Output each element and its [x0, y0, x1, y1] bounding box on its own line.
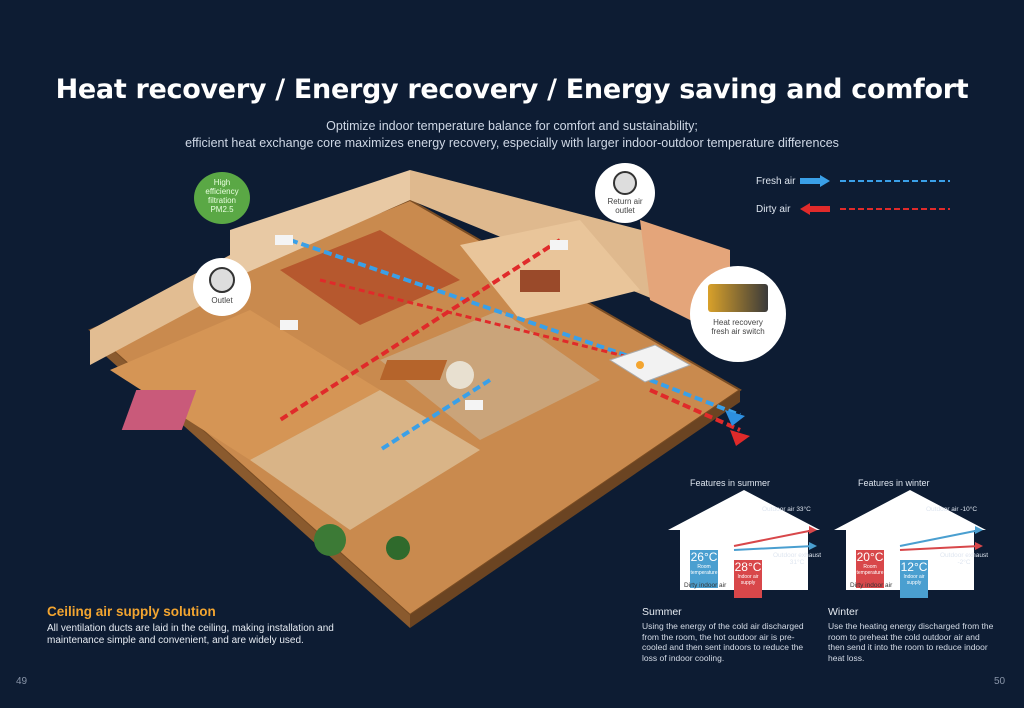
summer-room-temp: 26°C	[690, 550, 718, 564]
fresh-air-arrow-icon	[800, 175, 950, 187]
winter-feature-title: Features in winter	[858, 478, 930, 488]
switch-callout: Heat recovery fresh air switch	[690, 266, 786, 362]
switch-label: Heat recovery fresh air switch	[711, 318, 765, 336]
winter-room-temp-box: 20°C Room temperature	[856, 550, 884, 588]
summer-room-temp-box: 26°C Room temperature	[690, 550, 718, 588]
summer-exhaust-label: Outdoor exhaust	[773, 552, 822, 559]
subtitle-line-1: Optimize indoor temperature balance for …	[326, 119, 698, 133]
return-outlet-label: Return air outlet	[607, 197, 643, 215]
summer-room-label: Room temperature	[690, 564, 718, 576]
outlet-label: Outlet	[211, 296, 233, 305]
living-room	[110, 310, 380, 460]
winter-outdoor-air: Outdoor air -10°C	[926, 506, 978, 513]
winter-exhaust-temp: -2°C	[957, 559, 971, 566]
dirty-air-duct-cross	[319, 278, 641, 362]
hrv-unit-icon	[708, 284, 768, 312]
section-text: All ventilation ducts are laid in the ce…	[47, 623, 334, 646]
winter-exhaust-label: Outdoor exhaust	[940, 552, 989, 559]
winter-text: Use the heating energy discharged from t…	[828, 621, 994, 663]
house-illustration	[88, 170, 750, 628]
winter-supply-temp: 12°C	[900, 560, 928, 574]
winter-outdoor-exhaust: Outdoor exhaust -2°C	[940, 552, 988, 566]
subtitle-line-2: efficient heat exchange core maximizes e…	[185, 136, 839, 150]
filtration-badge: High efficiency filtration PM2.5	[194, 172, 250, 224]
dining-table	[520, 270, 560, 292]
outlet-vent-2	[280, 320, 298, 330]
dirty-exit-arrow	[730, 430, 750, 446]
summer-supply-label: Indoor air supply	[737, 574, 759, 586]
winter-dirty-indoor: Dirty indoor air	[850, 582, 893, 589]
outlet-vent-4	[465, 400, 483, 410]
page-number-left: 49	[16, 676, 28, 687]
legend-dirty-label: Dirty air	[756, 204, 791, 215]
heat-recovery-unit	[608, 344, 692, 383]
summer-supply-temp: 28°C	[734, 560, 762, 574]
dirty-air-duct-main	[278, 238, 562, 422]
legend-dirty-air: Dirty air	[756, 203, 950, 215]
page-number-right: 50	[994, 676, 1006, 687]
dirty-air-arrow-icon	[800, 203, 950, 215]
coffee-table	[446, 361, 474, 389]
legend-fresh-air: Fresh air	[756, 175, 950, 187]
summer-heading: Summer	[642, 606, 682, 618]
winter-room-temp: 20°C	[856, 550, 884, 564]
summer-text: Using the energy of the cold air dischar…	[642, 621, 804, 663]
outlet-icon	[209, 267, 235, 293]
summer-outdoor-exhaust: Outdoor exhaust 31°C	[773, 552, 821, 566]
lounge	[380, 310, 600, 440]
winter-supply-temp-box: 12°C Indoor air supply	[900, 560, 928, 598]
summer-dirty-indoor: Dirty indoor air	[684, 582, 727, 589]
bed	[121, 390, 197, 430]
winter-supply-label: Indoor air supply	[903, 574, 925, 586]
fresh-air-duct-inlet	[649, 378, 741, 417]
fresh-air-duct-branch	[378, 378, 492, 452]
winter-room-label: Room temperature	[856, 564, 884, 576]
summer-supply-temp-box: 28°C Indoor air supply	[734, 560, 762, 598]
back-wall-left	[230, 170, 410, 280]
sofa	[379, 360, 448, 380]
outlet-callout: Outlet	[193, 258, 251, 316]
summer-feature-title: Features in summer	[690, 478, 771, 488]
page-title: Heat recovery / Energy recovery / Energy…	[55, 74, 969, 105]
fresh-entry-arrow	[725, 410, 745, 426]
dirty-air-duct-exhaust	[649, 388, 741, 432]
filtration-badge-text: High efficiency filtration PM2.5	[205, 178, 239, 214]
house-slab-edge-right	[410, 390, 740, 628]
outlet-vent-1	[275, 235, 293, 245]
legend-fresh-label: Fresh air	[756, 176, 796, 187]
winter-heading: Winter	[828, 606, 859, 618]
plant-1	[314, 524, 346, 556]
return-outlet-callout: Return air outlet	[595, 163, 655, 223]
summer-outdoor-air: Outdoor air 33°C	[762, 506, 811, 513]
unit-indicator	[636, 361, 644, 369]
plant-2	[386, 536, 410, 560]
outlet-vent-3	[550, 240, 568, 250]
hallway	[250, 390, 480, 530]
return-outlet-icon	[613, 171, 637, 195]
summer-exhaust-temp: 31°C	[789, 559, 805, 566]
section-heading: Ceiling air supply solution	[47, 604, 216, 619]
page-subtitle: Optimize indoor temperature balance for …	[0, 118, 1024, 152]
